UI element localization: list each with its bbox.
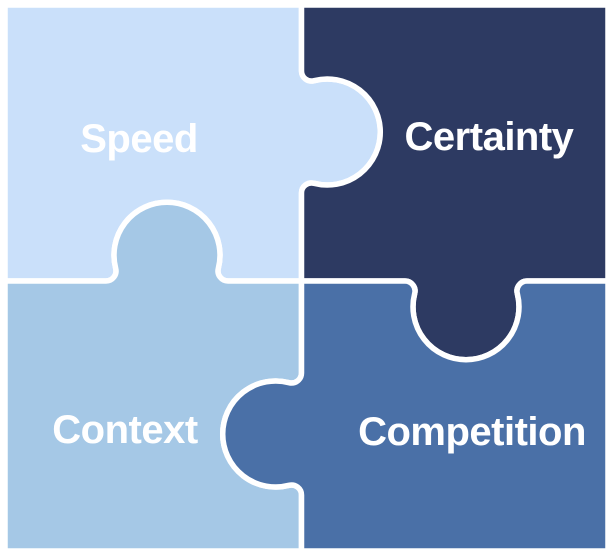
piece-label-certainty: Certainty (405, 115, 575, 159)
piece-label-competition: Competition (358, 410, 586, 454)
piece-label-context: Context (52, 408, 198, 452)
puzzle-piece-competition (219, 278, 611, 554)
piece-label-speed: Speed (80, 117, 198, 161)
